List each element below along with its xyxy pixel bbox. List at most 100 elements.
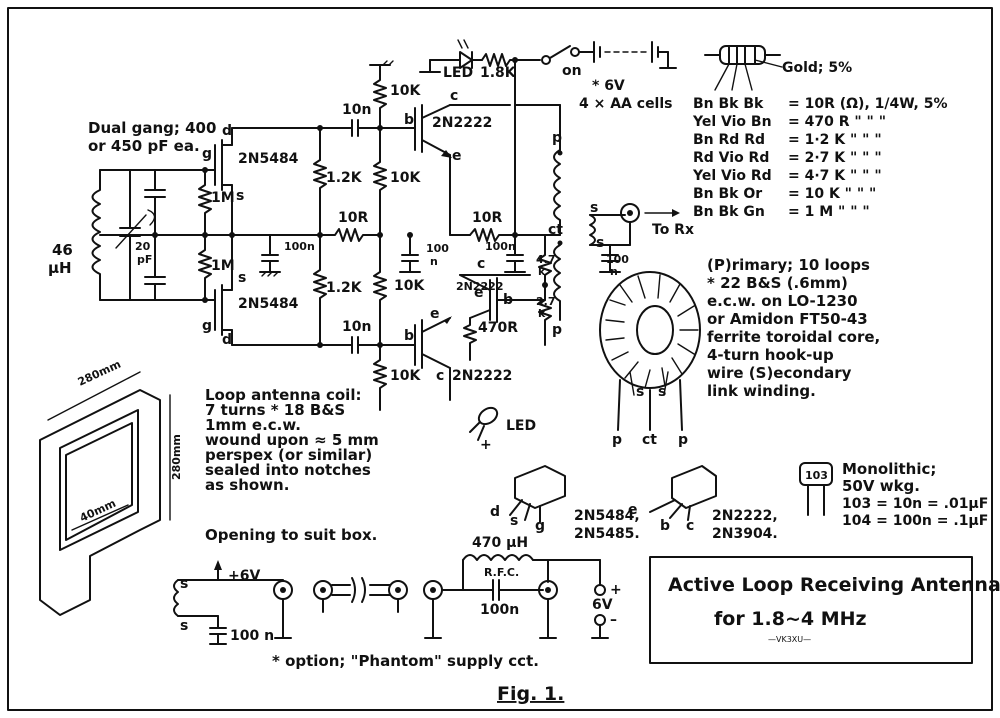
color-code-value: = 10 K " " " bbox=[788, 186, 876, 202]
fet-bottom-gate: g bbox=[202, 318, 212, 334]
loop-frame-drawing bbox=[39, 371, 171, 616]
monolithic-description: Monolithic;50V wkg.103 = 10n = .01µF104 … bbox=[842, 460, 988, 529]
color-code-value: = 1·2 K " " " bbox=[788, 132, 882, 148]
color-code-value: = 4·7 K " " " bbox=[788, 168, 882, 184]
cap-20-value: 20 bbox=[135, 240, 151, 253]
page-border bbox=[7, 7, 993, 711]
output-transformer bbox=[514, 104, 626, 321]
npn-top-type: 2N2222 bbox=[432, 115, 492, 131]
phantom-100n-label: 100 n bbox=[230, 628, 274, 644]
rfc-value: 470 µH bbox=[472, 535, 528, 551]
fet-package-drawing bbox=[509, 465, 566, 523]
fet-pin-d: d bbox=[490, 504, 500, 520]
fet-pin-g: g bbox=[535, 518, 545, 534]
npn-mid-type: 2N2222 bbox=[456, 280, 503, 293]
fet-top-type: 2N5484 bbox=[238, 151, 299, 167]
toroid-desc-line: link winding. bbox=[707, 382, 816, 400]
npn-mid-base: b bbox=[503, 292, 513, 308]
dual-gang-label: Dual gang; 400 bbox=[88, 119, 216, 137]
toroid-desc-line: ferrite toroidal core, bbox=[707, 328, 880, 346]
r1m-top-label: 1M bbox=[211, 190, 235, 206]
loop-desc-line: Loop antenna coil: bbox=[205, 386, 361, 404]
toroid-desc-line: * 22 B&S (.6mm) bbox=[707, 274, 848, 292]
npn-bottom-base: b bbox=[404, 328, 414, 344]
r470-label: 470R bbox=[478, 320, 518, 336]
mono-cap-code: 103 bbox=[805, 469, 828, 482]
toroid-pin-s1: s bbox=[636, 384, 644, 400]
rfc-cap-label: 100n bbox=[480, 602, 519, 618]
bjt-pin-c: c bbox=[686, 518, 694, 534]
fet-bottom-drain: d bbox=[222, 332, 232, 348]
phantom-supply-circuit bbox=[173, 554, 609, 645]
c100n-b-label: 100 bbox=[426, 242, 449, 255]
bjt-types-1: 2N2222, bbox=[712, 508, 778, 524]
color-code-bands: Yel Vio Bn bbox=[692, 114, 772, 130]
npn-top bbox=[414, 104, 511, 236]
r10k-b-label: 10K bbox=[390, 170, 421, 186]
phantom-s2: s bbox=[180, 618, 188, 634]
supply-minus: – bbox=[610, 612, 617, 628]
c10n-a-label: 10n bbox=[342, 102, 371, 118]
r2-7k-label-2: k bbox=[538, 307, 546, 320]
title-line-2: for 1.8~4 MHz bbox=[714, 608, 867, 630]
color-code-bands: Bn Bk Gn bbox=[693, 204, 765, 220]
r2-7k-label: 2.7 bbox=[536, 295, 556, 308]
color-code-bands: Bn Bk Or bbox=[693, 186, 762, 202]
color-code-value: = 470 R " " " bbox=[788, 114, 886, 130]
c100n-a-label: 100n bbox=[284, 240, 315, 253]
npn-bottom-collector: c bbox=[436, 368, 444, 384]
c100n-b-label-2: n bbox=[430, 255, 438, 268]
r4-7k-label-2: k bbox=[538, 265, 546, 278]
dim-40: 40mm bbox=[78, 497, 118, 525]
color-code-table: Bn Bk Bk = 10R (Ω), 1/4W, 5% Yel Vio Bn = 4… bbox=[692, 96, 948, 220]
npn-bottom bbox=[414, 316, 452, 401]
led-plus: + bbox=[480, 437, 492, 453]
cap-20-unit: pF bbox=[137, 253, 152, 266]
color-code-value: = 2·7 K " " " bbox=[788, 150, 882, 166]
supply-6v: 6V bbox=[592, 597, 613, 613]
bjt-pin-b: b bbox=[660, 518, 670, 534]
switch-on-label: on bbox=[562, 63, 582, 79]
toroid-description: (P)rimary; 10 loops* 22 B&S (.6mm)e.c.w.… bbox=[707, 256, 880, 400]
monolithic-cap-drawing bbox=[799, 462, 833, 516]
bjt-types-2: 2N3904. bbox=[712, 526, 778, 542]
title-line-1: Active Loop Receiving Antenna bbox=[668, 574, 1000, 596]
npn-top-emitter: e bbox=[452, 148, 462, 164]
title-box bbox=[649, 556, 973, 664]
color-code-bands: Bn Bk Bk bbox=[693, 96, 764, 112]
output-filter bbox=[399, 104, 552, 346]
r10k-a-label: 10K bbox=[390, 83, 421, 99]
battery-label: * 6V bbox=[592, 78, 625, 94]
npn-bottom-type: 2N2222 bbox=[452, 368, 512, 384]
npn-middle bbox=[459, 274, 531, 361]
loop-desc-line: sealed into notches bbox=[205, 461, 371, 479]
color-code-bands: Bn Rd Rd bbox=[693, 132, 765, 148]
r10k-d-label: 10K bbox=[390, 368, 421, 384]
inductor-unit: µH bbox=[48, 259, 72, 277]
inductor-value: 46 bbox=[52, 241, 73, 259]
npn-top-base: b bbox=[404, 112, 414, 128]
mono-desc-line: Monolithic; bbox=[842, 460, 936, 478]
fet-bottom bbox=[214, 234, 321, 346]
toroid-desc-line: or Amidon FT50-43 bbox=[707, 310, 868, 328]
phantom-6v-label: +6V bbox=[228, 568, 260, 584]
c100n-d-label-2: n bbox=[610, 265, 618, 278]
color-code-bands: Yel Vio Rd bbox=[692, 168, 772, 184]
to-rx-label: To Rx bbox=[652, 222, 694, 238]
xfmr-secondary-a: s bbox=[590, 200, 598, 216]
r1-2k-b-label: 1.2K bbox=[326, 280, 363, 296]
c100n-c-label: 100n bbox=[485, 240, 516, 253]
color-code-value: = 10R (Ω), 1/4W, 5% bbox=[788, 96, 948, 112]
mono-desc-line: 50V wkg. bbox=[842, 477, 920, 495]
fet-pin-s: s bbox=[510, 513, 518, 529]
toroid-core-drawing bbox=[599, 271, 701, 431]
toroid-desc-line: 4-turn hook-up bbox=[707, 346, 834, 364]
fet-types-2: 2N5485. bbox=[574, 526, 640, 542]
battery-label-2: 4 × AA cells bbox=[579, 96, 673, 112]
phantom-note: * option; "Phantom" supply cct. bbox=[272, 652, 539, 670]
toroid-desc-line: (P)rimary; 10 loops bbox=[707, 256, 870, 274]
toroid-pin-p1: p bbox=[612, 432, 622, 448]
bias-network bbox=[259, 119, 416, 354]
led-label: LED bbox=[443, 65, 473, 81]
